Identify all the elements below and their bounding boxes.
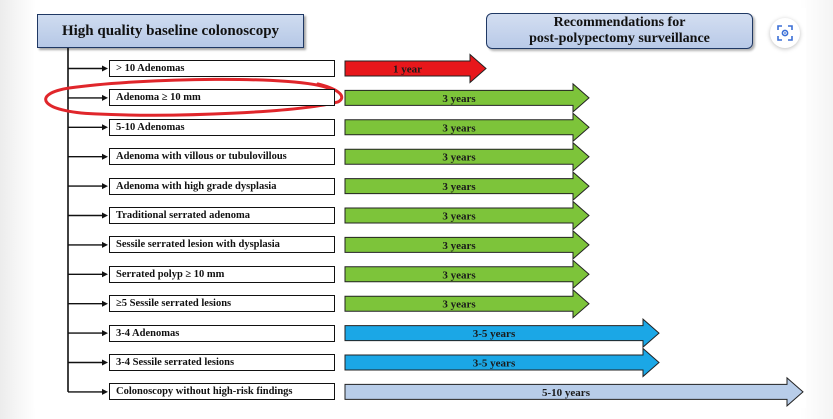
- recommendations-line-1: Recommendations for: [553, 15, 686, 30]
- criterion-label: Colonoscopy without high-risk findings: [116, 386, 293, 398]
- criterion-label: Traditional serrated adenoma: [116, 210, 250, 221]
- interval-arrow: [344, 200, 590, 231]
- interval-label: 3 years: [442, 93, 476, 105]
- interval-arrow: [344, 376, 804, 408]
- interval-arrow: [344, 112, 590, 143]
- criterion-label: Adenoma with villous or tubulovillous: [116, 151, 287, 163]
- connector-arrowhead: [102, 359, 108, 366]
- interval-arrow: [344, 82, 590, 114]
- recommendations-header: Recommendations for post-polypectomy sur…: [486, 13, 753, 49]
- interval-arrow: [344, 53, 487, 84]
- recommendations-line-2: post-polypectomy surveillance: [529, 31, 710, 46]
- highlight-circle: [44, 77, 344, 117]
- interval-label: 3 years: [442, 211, 476, 223]
- criterion-label: 3-4 Adenomas: [116, 327, 180, 339]
- connector-arrowhead: [102, 388, 108, 395]
- criterion-box: Sessile serrated lesion with dysplasia: [109, 236, 335, 254]
- lens-search-icon: [777, 25, 793, 41]
- criterion-label: Adenoma ≥ 10 mm: [116, 92, 201, 104]
- interval-label: 3 years: [442, 152, 476, 164]
- interval-label: 3-5 years: [473, 328, 516, 340]
- criterion-box: ≥5 Sessile serrated lesions: [109, 295, 335, 313]
- interval-arrow: [344, 141, 590, 172]
- interval-label: 3 years: [442, 181, 476, 193]
- connector-arrowhead: [102, 330, 108, 337]
- connector-arrowhead: [102, 94, 108, 101]
- criterion-label: 5-10 Adenomas: [116, 121, 185, 133]
- connector-arrowhead: [102, 241, 108, 248]
- interval-arrow: [344, 229, 590, 261]
- criterion-box: Adenoma ≥ 10 mm: [109, 89, 335, 107]
- connector-arrowhead: [102, 124, 108, 131]
- connector-arrowhead: [102, 271, 108, 278]
- connector-arrowhead: [102, 65, 108, 72]
- criterion-label: 3-4 Sessile serrated lesions: [116, 357, 235, 368]
- connector-arrowhead: [102, 300, 108, 307]
- criterion-box: 3-4 Adenomas: [109, 324, 335, 342]
- lens-search-button[interactable]: [770, 18, 800, 48]
- interval-label: 3 years: [442, 240, 476, 252]
- connector-arrowhead: [102, 153, 108, 160]
- criterion-box: > 10 Adenomas: [109, 60, 335, 77]
- interval-label: 1 year: [393, 64, 422, 76]
- diagram-title: High quality baseline colonoscopy: [37, 14, 304, 48]
- diagram-title-text: High quality baseline colonoscopy: [61, 22, 280, 39]
- interval-arrow: [344, 259, 590, 290]
- interval-arrow: [344, 347, 660, 378]
- criterion-label: Sessile serrated lesion with dysplasia: [116, 239, 280, 251]
- interval-label: 5-10 years: [542, 387, 591, 399]
- criterion-label: > 10 Adenomas: [116, 63, 185, 74]
- criterion-box: 5-10 Adenomas: [109, 118, 335, 136]
- criterion-label: ≥5 Sessile serrated lesions: [116, 298, 232, 310]
- criterion-box: Colonoscopy without high-risk findings: [109, 383, 335, 401]
- connector-arrowhead: [102, 212, 108, 219]
- connector-arrowhead: [102, 183, 108, 190]
- interval-arrow: [344, 317, 660, 349]
- interval-arrow: [344, 288, 590, 319]
- criterion-label: Adenoma with high grade dysplasia: [116, 180, 277, 192]
- criterion-box: Serrated polyp ≥ 10 mm: [109, 265, 335, 283]
- interval-arrow: [344, 170, 590, 202]
- criterion-box: 3-4 Sessile serrated lesions: [109, 354, 335, 371]
- criterion-box: Adenoma with high grade dysplasia: [109, 177, 335, 195]
- criterion-label: Serrated polyp ≥ 10 mm: [116, 268, 225, 280]
- criterion-box: Traditional serrated adenoma: [109, 207, 335, 224]
- interval-label: 3-5 years: [473, 358, 516, 370]
- criterion-box: Adenoma with villous or tubulovillous: [109, 148, 335, 166]
- interval-label: 3 years: [442, 299, 476, 311]
- interval-label: 3 years: [442, 122, 476, 134]
- interval-label: 3 years: [442, 269, 476, 281]
